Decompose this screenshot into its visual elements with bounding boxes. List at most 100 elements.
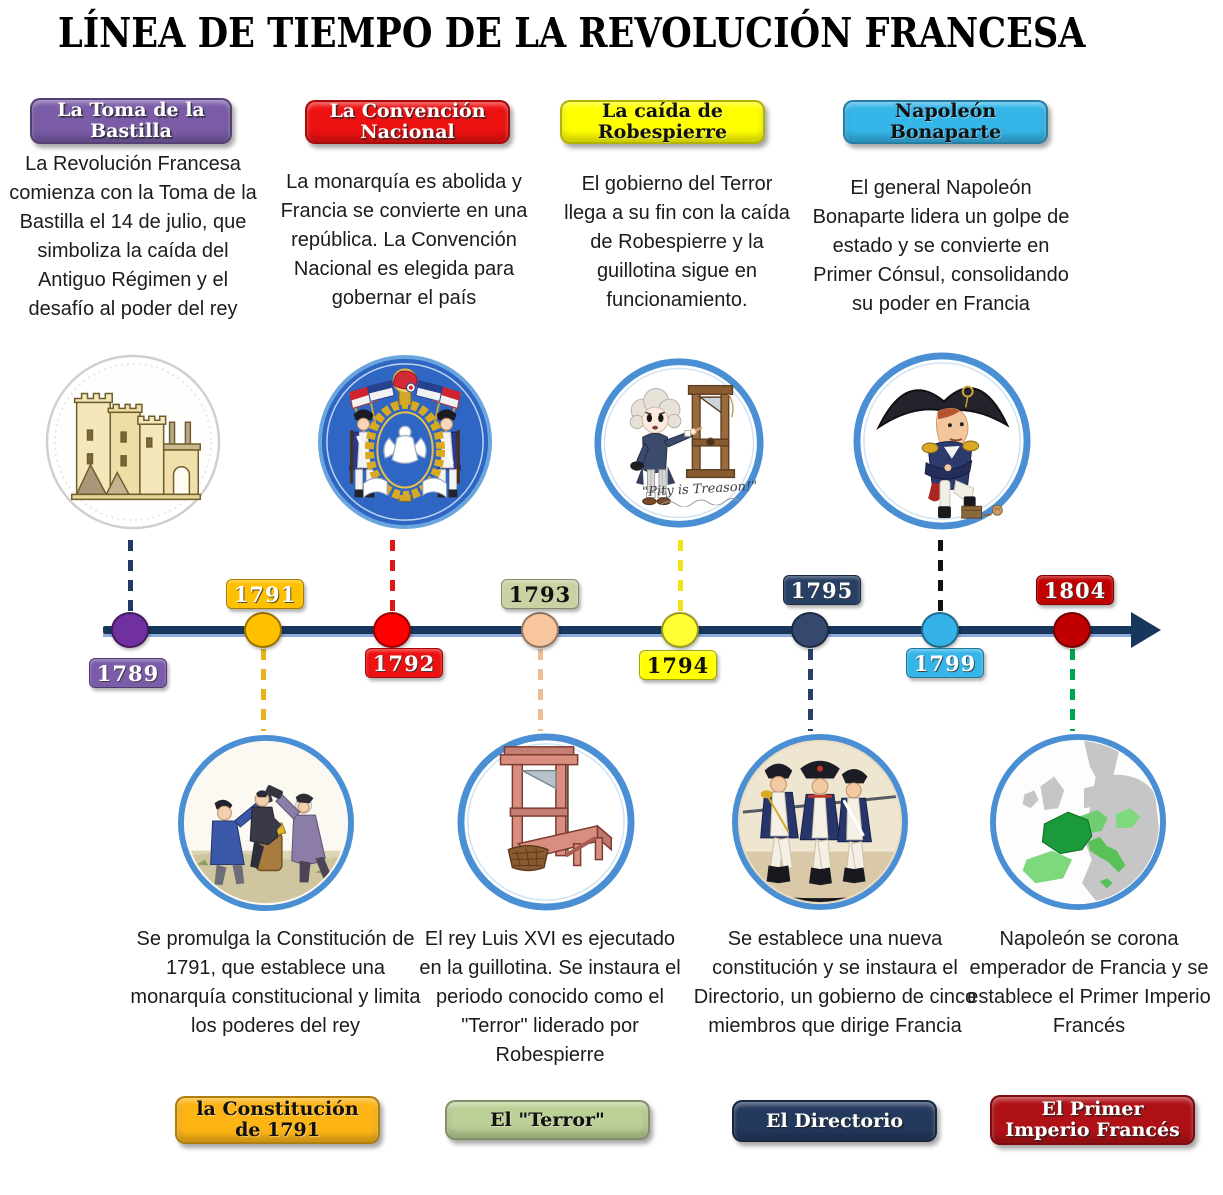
napoleon-caricature-icon bbox=[853, 352, 1031, 530]
timeline-arrow-icon bbox=[1131, 612, 1161, 648]
event-header-convencion-label: La Convención Nacional bbox=[329, 100, 486, 143]
event-footer-directorio-label: El Directorio bbox=[765, 1109, 904, 1132]
constitution-forging-icon bbox=[177, 734, 355, 912]
italy bbox=[1087, 836, 1126, 873]
chibi-robespierre bbox=[629, 388, 703, 506]
bastille-castle-illustration bbox=[44, 353, 222, 531]
robespierre-cartoon-guillotine-illustration bbox=[593, 357, 765, 529]
year-label-1794: 1794 bbox=[639, 650, 717, 680]
year-label-1799: 1799 bbox=[906, 648, 984, 678]
year-1789-text: 1789 bbox=[96, 660, 160, 686]
open-book-left bbox=[362, 477, 388, 499]
europe-map-icon bbox=[989, 733, 1167, 911]
open-book-right bbox=[422, 477, 448, 499]
coat-tail bbox=[928, 482, 943, 502]
year-1799-text: 1799 bbox=[913, 650, 977, 676]
sicily bbox=[1099, 878, 1113, 889]
year-1791-text: 1791 bbox=[233, 581, 297, 607]
connector-1793 bbox=[538, 649, 543, 731]
toy-guillotine bbox=[685, 384, 736, 479]
connector-1795 bbox=[808, 649, 813, 731]
event-description-convencion: La monarquía es abolida y Francia se con… bbox=[280, 171, 528, 309]
event-header-convencion: La Convención Nacional bbox=[305, 100, 510, 144]
bicorne-hat bbox=[876, 387, 1010, 430]
man-right bbox=[265, 785, 332, 883]
event-footer-directorio: El Directorio bbox=[732, 1100, 937, 1142]
north-germany bbox=[1083, 784, 1108, 809]
guillotine-icon bbox=[457, 733, 635, 911]
timeline-line bbox=[103, 626, 1135, 634]
year-label-1792: 1792 bbox=[365, 648, 443, 678]
signature-squiggle-icon bbox=[660, 497, 739, 508]
boot-left bbox=[938, 506, 951, 519]
soldier-1 bbox=[760, 763, 799, 884]
connector-1789 bbox=[128, 540, 133, 614]
directory-soldiers-icon bbox=[731, 733, 909, 911]
event-header-bastilla-label: La Toma de la Bastilla bbox=[57, 99, 205, 142]
event-footer-constitucion-label: la Constitución de 1791 bbox=[196, 1098, 359, 1141]
step-box bbox=[961, 505, 983, 519]
snail bbox=[991, 504, 1003, 516]
napoleonic-empire-map-illustration bbox=[989, 733, 1167, 911]
event-header-napoleon-label: Napoleón Bonaparte bbox=[889, 100, 1002, 143]
event-description-imperio: Napoleón se corona emperador de Francia … bbox=[967, 928, 1211, 1037]
castle-shapes bbox=[70, 392, 201, 501]
robespierre-cartoon-icon bbox=[594, 358, 764, 528]
timeline-dot-1791 bbox=[244, 612, 282, 648]
constitution-forging-illustration bbox=[177, 734, 355, 912]
event-description-constitucion: Se promulga la Constitución de 1791, que… bbox=[130, 928, 421, 1037]
national-convention-emblem-illustration bbox=[316, 353, 494, 531]
year-1792-text: 1792 bbox=[372, 650, 436, 676]
connector-1791 bbox=[261, 649, 266, 731]
year-label-1789: 1789 bbox=[89, 658, 167, 688]
year-1795-text: 1795 bbox=[790, 577, 854, 603]
ireland bbox=[1022, 790, 1039, 809]
breeches-left bbox=[939, 480, 951, 509]
event-footer-constitucion: la Constitución de 1791 bbox=[175, 1096, 380, 1144]
event-footer-imperio: El Primer Imperio Francés bbox=[990, 1095, 1195, 1145]
year-label-1795: 1795 bbox=[783, 575, 861, 605]
timeline-dot-1799 bbox=[921, 612, 959, 648]
event-footer-imperio-label: El Primer Imperio Francés bbox=[1005, 1098, 1180, 1141]
boot-right bbox=[963, 496, 976, 509]
soldier-2 bbox=[799, 760, 841, 886]
robespierre-caption: "Pity is Treason!" bbox=[628, 478, 771, 509]
man-center bbox=[249, 790, 282, 869]
france bbox=[1041, 811, 1093, 855]
event-description-bastilla: La Revolución Francesa comienza con la T… bbox=[9, 153, 257, 320]
year-1804-text: 1804 bbox=[1043, 577, 1107, 603]
event-header-napoleon: Napoleón Bonaparte bbox=[843, 100, 1048, 144]
scandinavia bbox=[1083, 740, 1120, 785]
event-header-robespierre-label: La caída de Robespierre bbox=[597, 100, 728, 143]
timeline-dot-1793 bbox=[521, 612, 559, 648]
angel-figure bbox=[383, 425, 427, 464]
year-label-1804: 1804 bbox=[1036, 575, 1114, 605]
spain bbox=[1022, 850, 1073, 884]
warsaw-duchy bbox=[1115, 808, 1141, 828]
event-footer-terror: El "Terror" bbox=[445, 1100, 650, 1140]
timeline-underlay bbox=[103, 634, 1135, 637]
event-description-terror: El rey Luis XVI es ejecutado en la guill… bbox=[419, 928, 681, 1066]
connector-1792 bbox=[390, 540, 395, 614]
event-description-napoleon: El general Napoleón Bonaparte lidera un … bbox=[812, 177, 1070, 315]
event-footer-terror-label: El "Terror" bbox=[490, 1108, 605, 1131]
napoleon-caricature-illustration bbox=[853, 352, 1031, 530]
event-header-robespierre: La caída de Robespierre bbox=[560, 100, 765, 144]
timeline-dot-1792 bbox=[373, 612, 411, 648]
page-title: LÍNEA DE TIEMPO DE LA REVOLUCIÓN FRANCES… bbox=[58, 8, 1086, 58]
year-label-1793: 1793 bbox=[501, 579, 579, 609]
timeline-dot-1795 bbox=[791, 612, 829, 648]
event-description-directorio: Se establece una nueva constitución y se… bbox=[693, 928, 977, 1037]
bastille-castle-icon bbox=[45, 354, 221, 530]
connector-1794 bbox=[678, 540, 683, 614]
timeline-dot-1804 bbox=[1053, 612, 1091, 648]
eastern-europe bbox=[1081, 774, 1160, 904]
guillotine-illustration bbox=[457, 733, 635, 911]
timeline-dot-1794 bbox=[661, 612, 699, 648]
directory-soldiers-illustration bbox=[731, 733, 909, 911]
event-description-robespierre: El gobierno del Terror llega a su fin co… bbox=[564, 173, 790, 311]
timeline-dot-1789 bbox=[111, 612, 149, 648]
convention-emblem-icon bbox=[317, 354, 493, 530]
soldier-3 bbox=[837, 769, 872, 884]
